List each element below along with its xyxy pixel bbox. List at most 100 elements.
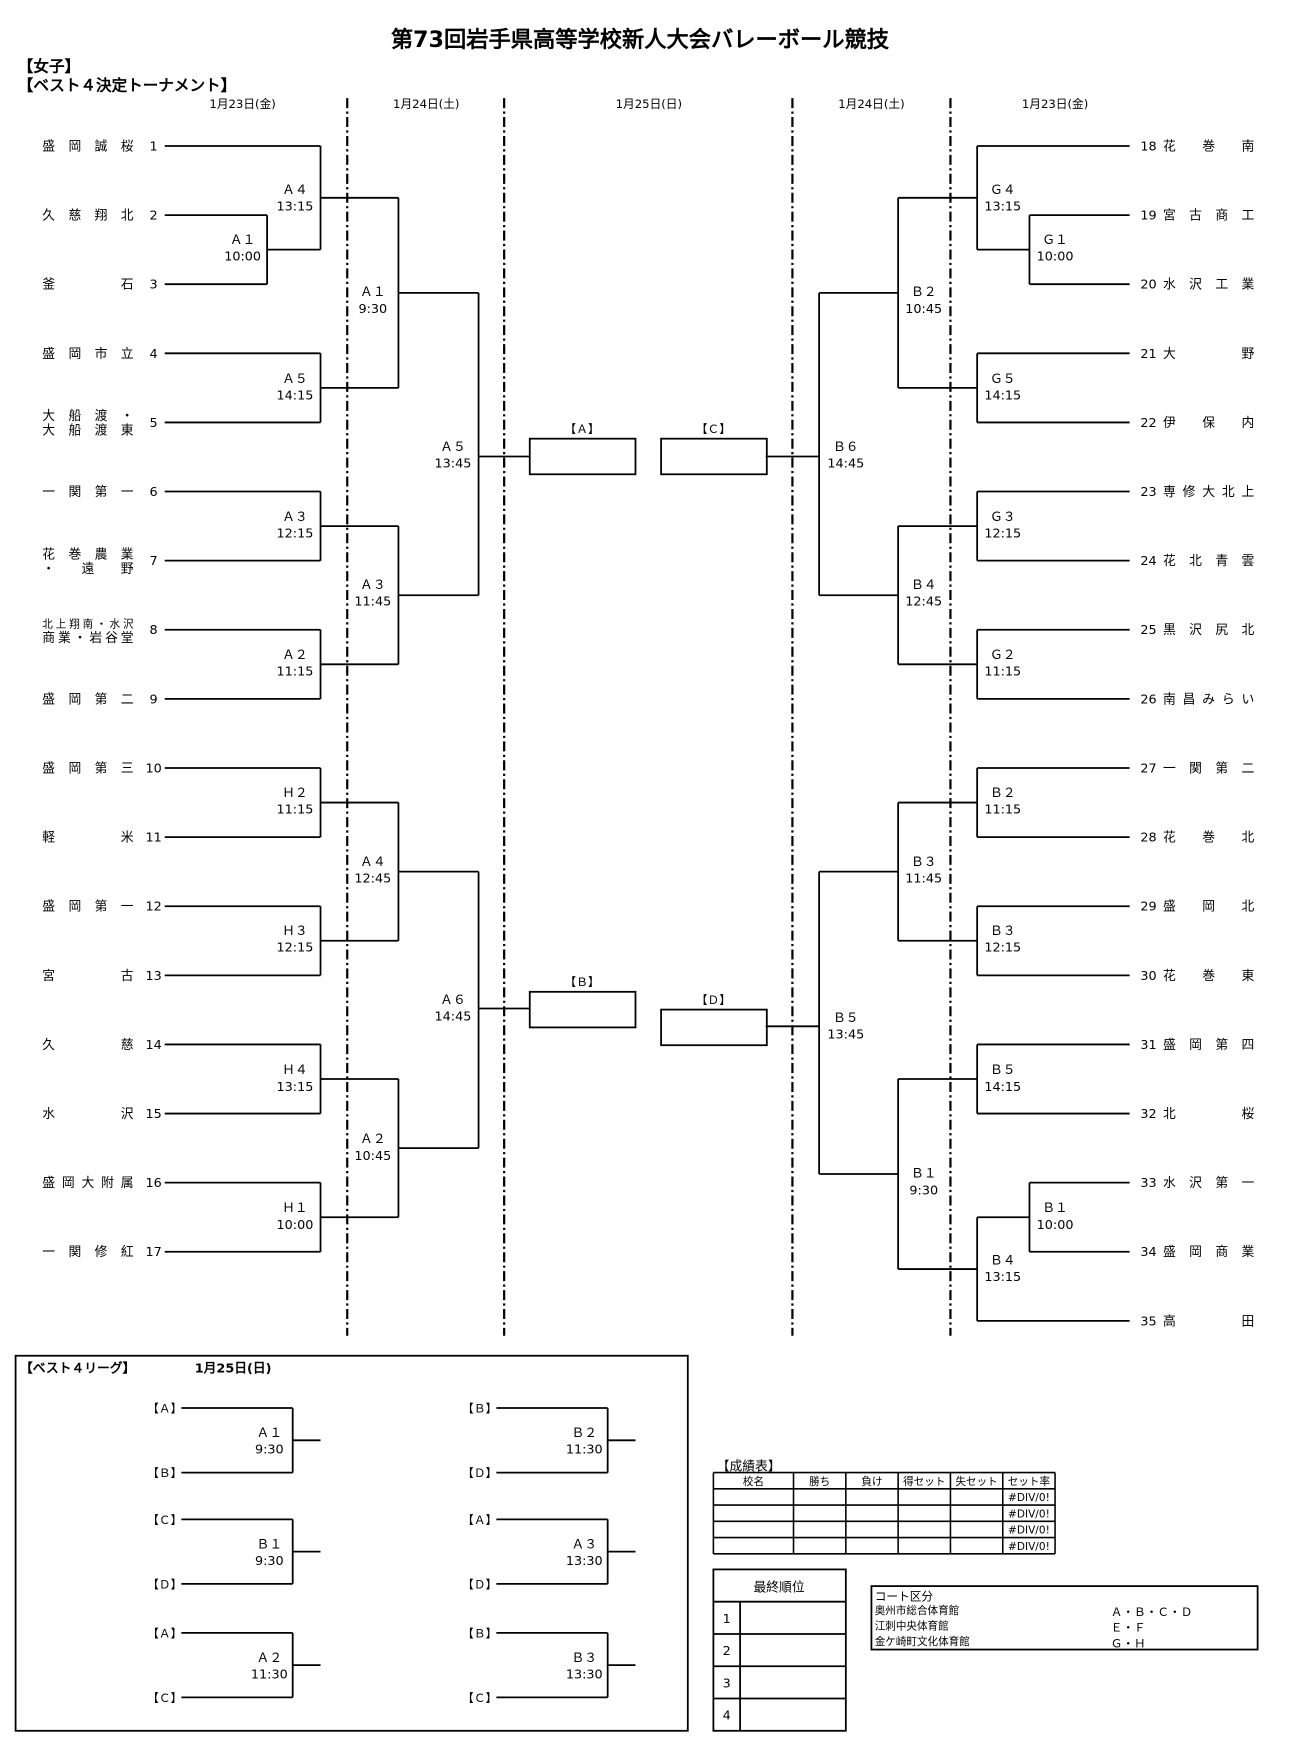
match-code: Ａ４ xyxy=(282,183,308,198)
team-name: 商業・岩谷堂 xyxy=(42,630,133,646)
team-number: 5 xyxy=(150,416,158,431)
table-header: 勝ち xyxy=(809,1475,830,1488)
team-name: 盛岡誠桜 xyxy=(42,139,133,154)
match-time: 11:15 xyxy=(984,803,1021,818)
team-number: 24 xyxy=(1140,554,1156,569)
match-time: 14:45 xyxy=(827,457,864,472)
team-number: 33 xyxy=(1140,1176,1156,1191)
team-name: 大船渡・ xyxy=(42,408,133,424)
match-time: 12:15 xyxy=(984,527,1021,542)
rank-number: 2 xyxy=(723,1644,731,1659)
table-header: 負け xyxy=(861,1476,882,1488)
match-code: Ｂ５ xyxy=(833,1011,859,1026)
match-time: 9:30 xyxy=(909,1183,938,1198)
match-label: Ｈ３ 12:15 xyxy=(277,924,314,956)
table-cell: #DIV/0! xyxy=(1008,1492,1050,1504)
match-code: Ｇ３ xyxy=(990,510,1016,525)
team-name: 水沢 xyxy=(42,1107,133,1122)
match-code: Ａ１ xyxy=(360,285,386,300)
team-list: 1盛岡誠桜2久慈翔北3釜石4盛岡市立5大船渡・大船渡東6一関第一7花巻農業・遠野… xyxy=(42,138,1254,1329)
team-name: 黒沢尻北 xyxy=(1163,623,1254,638)
league-match: 【Ｃ】【Ｄ】Ｂ１9:30 xyxy=(147,1513,321,1591)
bracket-lines xyxy=(164,145,1130,1322)
team-name: 盛岡第一 xyxy=(42,900,133,915)
date-header: 1月25日(日) xyxy=(616,97,682,111)
team-name: 専修大北上 xyxy=(1163,485,1254,500)
league-match-time: 11:30 xyxy=(566,1443,603,1458)
league-match: 【Ａ】【Ｂ】Ａ１9:30 xyxy=(147,1401,321,1480)
league-team-top: 【Ｂ】 xyxy=(462,1626,497,1640)
match-time: 13:45 xyxy=(827,1028,864,1043)
team-number: 30 xyxy=(1140,969,1156,984)
date-header: 1月23日(金) xyxy=(209,97,275,111)
match-time: 12:45 xyxy=(905,595,942,610)
match-time: 12:45 xyxy=(354,872,391,887)
match-time: 14:15 xyxy=(277,389,314,404)
team-name: 花巻北 xyxy=(1163,830,1254,846)
table-header: 校名 xyxy=(743,1475,764,1488)
match-code: Ｇ１ xyxy=(1042,233,1068,248)
team-number: 21 xyxy=(1140,347,1156,362)
date-header: 1月24日(土) xyxy=(838,97,904,111)
team-number: 35 xyxy=(1140,1314,1156,1329)
match-code: Ａ２ xyxy=(360,1132,386,1147)
league-match-time: 11:30 xyxy=(251,1667,288,1682)
match-time: 12:15 xyxy=(984,941,1021,956)
team-number: 34 xyxy=(1140,1245,1156,1260)
match-code: Ｈ３ xyxy=(282,924,308,939)
league-title: 【ベスト４リーグ】 xyxy=(20,1360,135,1376)
match-time: 13:15 xyxy=(984,200,1021,215)
match-code: Ｂ３ xyxy=(911,855,937,870)
table-cell: #DIV/0! xyxy=(1008,1508,1050,1520)
match-time: 14:15 xyxy=(984,389,1021,404)
table-cell: #DIV/0! xyxy=(1008,1525,1050,1537)
table-header: 得セット xyxy=(903,1476,945,1488)
league-team-bottom: 【Ｄ】 xyxy=(147,1577,182,1591)
team-name: 水沢工業 xyxy=(1163,277,1254,293)
league-team-top: 【Ｂ】 xyxy=(462,1401,497,1415)
league-match-time: 13:30 xyxy=(566,1667,603,1682)
match-time: 10:00 xyxy=(1037,250,1074,265)
team-number: 1 xyxy=(150,139,158,154)
rank-number: 4 xyxy=(723,1709,731,1724)
league-match-time: 9:30 xyxy=(255,1554,284,1569)
team-number: 7 xyxy=(150,554,158,569)
match-time: 13:45 xyxy=(435,457,472,472)
match-time: 14:15 xyxy=(984,1080,1021,1095)
match-time: 11:15 xyxy=(277,803,314,818)
team-number: 8 xyxy=(150,623,158,638)
match-time: 10:45 xyxy=(905,302,942,317)
date-headers: 1月23日(金)1月24日(土)1月25日(日)1月24日(土)1月23日(金) xyxy=(209,97,1088,111)
final-slot-label: 【Ｄ】 xyxy=(696,993,731,1007)
league-team-top: 【Ａ】 xyxy=(462,1513,497,1527)
court-venue: 江刺中央体育館 xyxy=(875,1620,949,1633)
match-time: 12:15 xyxy=(277,941,314,956)
team-name: 南昌みらい xyxy=(1163,691,1254,707)
match-code: Ｂ１ xyxy=(911,1167,937,1182)
court-venue: 金ケ崎町文化体育館 xyxy=(875,1635,970,1648)
